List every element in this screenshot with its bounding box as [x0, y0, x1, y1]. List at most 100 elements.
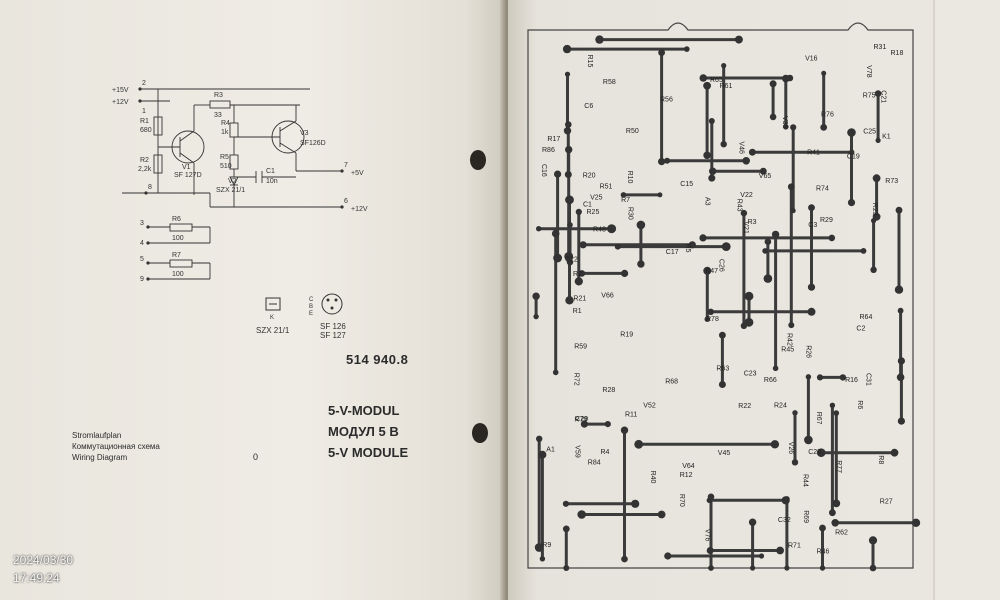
pcb-component-label: R74 [816, 185, 829, 192]
pcb-pad [565, 145, 573, 154]
pcb-pad [721, 63, 727, 69]
pinout-label-szx: SZX 21/1 [256, 326, 290, 335]
pcb-pad [566, 259, 574, 266]
svg-text:9: 9 [140, 276, 144, 283]
output-label-5v: +5V [351, 170, 364, 177]
pcb-pad [718, 381, 726, 388]
pcb-pad [684, 46, 690, 52]
svg-text:510: 510 [220, 163, 232, 170]
pcb-pad [807, 307, 816, 316]
pcb-pad [538, 450, 547, 459]
svg-text:5: 5 [140, 256, 144, 263]
pcb-component-label: R75 [863, 92, 876, 99]
pcb-component-label: R76 [821, 111, 834, 118]
pcb-component-label: R86 [542, 147, 555, 154]
pcb-pad [872, 174, 881, 183]
pcb-pad [833, 410, 840, 416]
pcb-component-label: C2 [856, 326, 865, 333]
pcb-pad [577, 510, 586, 519]
pcb-component-label: R18 [891, 50, 904, 57]
pcb-component-label: R1 [573, 308, 582, 315]
pcb-pad [708, 118, 715, 124]
circuit-schematic: +15V +12V 2 1 8 7 6 +5V +12V R1 680 R2 2… [112, 80, 368, 283]
pcb-component-label: R78 [706, 316, 719, 323]
pcb-component-label: R47 [705, 268, 718, 275]
pcb-pad [750, 565, 756, 571]
pcb-component-label: C16 [540, 164, 547, 177]
pcb-pad [874, 90, 882, 97]
pcb-pad [707, 493, 715, 501]
pcb-pad [734, 35, 743, 44]
pcb-component-label: R40 [649, 471, 656, 484]
pcb-component-label: V45 [718, 450, 731, 457]
pcb-pad [703, 151, 711, 160]
pcb-component-label: R25 [587, 209, 600, 216]
pcb-pad [821, 70, 827, 76]
output-label-12v: +12V [351, 206, 368, 213]
pcb-component-label: C19 [847, 154, 860, 161]
caption-german: Stromlaufplan [72, 431, 122, 440]
pcb-pad [776, 546, 784, 555]
pcb-component-label: V25 [590, 195, 603, 202]
svg-text:100: 100 [172, 235, 184, 242]
pcb-pad [763, 274, 773, 283]
pcb-pad [565, 296, 574, 305]
pcb-component-label: R16 [845, 377, 858, 384]
pcb-pad [664, 552, 672, 560]
svg-text:R2: R2 [140, 157, 149, 164]
pcb-pad [890, 448, 899, 457]
svg-text:10n: 10n [266, 178, 278, 185]
svg-text:7: 7 [344, 162, 348, 169]
pcb-component-label: R61 [720, 83, 733, 90]
caption-english: Wiring Diagram [72, 453, 128, 462]
pcb-pad [567, 222, 573, 228]
pcb-pad [708, 565, 714, 571]
pcb-component-label: R42 [785, 333, 792, 346]
svg-text:V1: V1 [182, 164, 191, 171]
pcb-pad [748, 148, 756, 156]
svg-text:V2: V2 [228, 178, 237, 185]
pcb-pad [658, 158, 666, 166]
pcb-pad [894, 285, 904, 294]
pcb-component-label: R11 [625, 411, 637, 418]
pcb-pad [708, 174, 716, 182]
pcb-pad [762, 248, 768, 254]
pcb-pad [703, 266, 712, 275]
pcb-pad [621, 555, 628, 563]
pcb-pad [784, 565, 790, 571]
title-english: 5-V MODULE [328, 445, 409, 460]
pcb-pad [742, 157, 750, 165]
pcb-pad [614, 243, 621, 250]
pcb-component-label: C22 [565, 257, 578, 264]
pcb-component-label: V16 [805, 56, 818, 63]
pcb-component-label: C1 [583, 201, 592, 208]
pcb-component-label: R44 [802, 474, 809, 487]
svg-text:4: 4 [140, 240, 144, 247]
pcb-pad [703, 81, 711, 90]
svg-text:R7: R7 [172, 252, 181, 259]
pcb-component-label: R65 [710, 77, 723, 84]
svg-text:8: 8 [148, 184, 152, 191]
pcb-pad [565, 121, 572, 128]
svg-text:K: K [270, 315, 274, 321]
pcb-component-label: R19 [620, 331, 633, 338]
pcb-pad [832, 499, 841, 508]
pcb-component-label: C26 [718, 259, 725, 272]
pcb-pad [759, 167, 767, 175]
pcb-pad [575, 208, 582, 215]
pcb-pad [849, 149, 855, 155]
pcb-component-label: R27 [880, 499, 893, 506]
pcb-pad [819, 524, 826, 532]
pcb-component-label: C31 [865, 373, 872, 386]
page-marker: 0 [253, 452, 259, 462]
pcb-pad [847, 199, 856, 207]
pcb-pad [868, 536, 878, 545]
pcb-pad [820, 124, 828, 131]
pcb-component-label: V76 [703, 529, 710, 542]
document-number: 514 940.8 [346, 352, 409, 367]
pcb-component-label: V22 [740, 192, 753, 199]
pcb-component-label: R56 [660, 96, 673, 103]
pcb-component-label: C32 [778, 517, 791, 524]
left-page: +15V +12V 2 1 8 7 6 +5V +12V R1 680 R2 2… [0, 0, 505, 600]
pcb-pad [620, 426, 629, 434]
